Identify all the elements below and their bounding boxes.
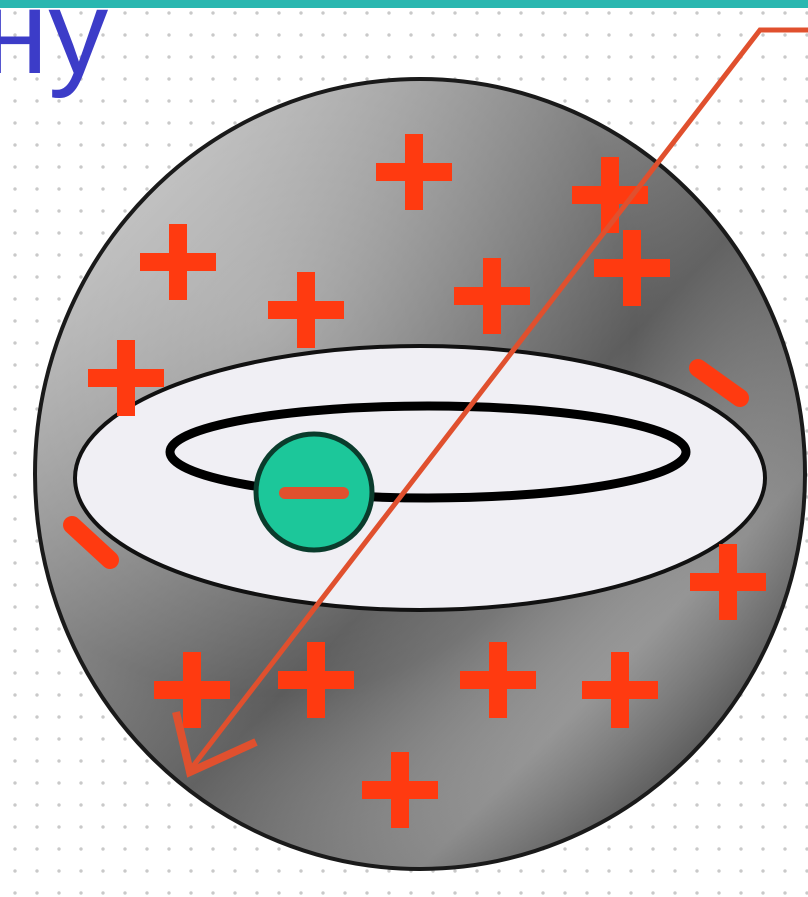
orbit-band <box>75 346 765 610</box>
